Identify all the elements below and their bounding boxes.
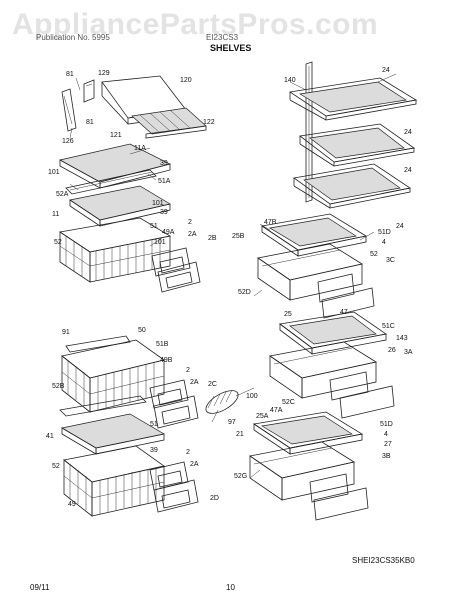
callout-49: 49 [68,501,76,508]
callout-52C: 52C [282,399,295,406]
callout-51C: 51C [382,323,395,330]
callout-21: 21 [236,431,244,438]
callout-52: 52 [370,251,378,258]
footer-date: 09/11 [30,583,50,592]
callout-2: 2 [188,219,192,226]
callout-101: 101 [154,239,166,246]
bin-handle-2C [149,379,199,429]
callout-2: 2 [186,367,190,374]
callout-122: 122 [203,119,215,126]
callout-2A: 2A [188,231,197,238]
wire-basket-49 [63,445,165,517]
callout-4: 4 [382,239,386,246]
callout-81: 81 [86,119,94,126]
glass-shelf-24-middle [299,123,416,167]
callout-101: 101 [152,200,164,207]
callout-52B: 52B [52,383,65,390]
callout-24: 24 [404,129,412,136]
callout-51D: 51D [380,421,393,428]
callout-120: 120 [180,77,192,84]
callout-3B: 3B [382,453,391,460]
callout-49B: 49B [160,357,173,364]
bin-handle-2A [151,247,201,293]
glass-shelf-24-top [288,77,418,121]
callout-51: 51 [150,223,158,230]
callout-39: 39 [160,160,168,167]
callout-labels: 81 129 120 81 126 121 122 11A 39 51A 101… [46,67,413,508]
crisper-cover-47 [279,311,388,355]
glass-shelf-24-bottom [292,163,412,209]
callout-11A: 11A [134,145,146,152]
wire-basket-52 [58,217,172,283]
callout-2: 2 [186,449,190,456]
callout-24: 24 [382,67,390,74]
crisper-drawer-25B [256,243,375,319]
callout-51B: 51B [156,341,169,348]
callout-143: 143 [396,335,408,342]
crisper-drawer-25 [268,341,395,419]
callout-51A: 51A [158,178,171,185]
upper-bin-11A [59,143,171,227]
callout-126: 126 [62,138,74,145]
callout-3C: 3C [386,257,395,264]
page-number: 10 [226,583,235,592]
callout-51D: 51D [378,229,391,236]
callout-25B: 25B [232,233,245,240]
crisper-drawer-25A [248,441,369,521]
callout-24: 24 [396,223,404,230]
shelf-bracket-assembly-120 [61,75,207,139]
callout-26: 26 [388,347,396,354]
callout-2C: 2C [208,381,217,388]
crisper-cover-47B [260,213,368,257]
callout-52G: 52G [234,473,247,480]
callout-52D: 52D [238,289,251,296]
callout-100: 100 [246,393,258,400]
callout-91: 91 [62,329,70,336]
callout-101: 101 [48,169,60,176]
callout-47: 47 [340,309,348,316]
callout-39: 39 [160,209,168,216]
callout-25: 25 [284,311,292,318]
callout-51: 51 [150,421,158,428]
diagram-code: SHEI23CS35KB0 [352,556,415,565]
callout-3A: 3A [404,349,413,356]
callout-140: 140 [284,77,296,84]
callout-52: 52 [52,463,60,470]
callout-97: 97 [228,419,236,426]
wire-basket-49B [61,335,165,413]
callout-47A: 47A [270,407,283,414]
shelf-rail-140 [305,61,313,203]
model-label: EI23CS3 [206,33,239,42]
section-title: SHELVES [210,43,252,53]
callout-2A: 2A [190,461,199,468]
lower-bin-cover-41 [59,395,165,455]
crisper-cover-47A [252,411,364,455]
callout-47B: 47B [264,219,277,226]
callout-4: 4 [384,431,388,438]
callout-41: 41 [46,433,54,440]
callout-24: 24 [404,167,412,174]
callout-129: 129 [98,70,110,77]
bin-handle-2D [149,461,199,513]
humidity-slider-97 [205,389,239,414]
watermark: AppliancePartsPros.com [12,8,379,41]
leader-lines [69,73,397,479]
callout-52A: 52A [56,191,69,198]
callout-11: 11 [52,211,59,218]
callout-121: 121 [110,132,122,139]
callout-52: 52 [54,239,62,246]
callout-81: 81 [66,71,74,78]
callout-49A: 49A [162,229,175,236]
callout-39: 39 [150,447,158,454]
callout-50: 50 [138,327,146,334]
callout-2B: 2B [208,235,217,242]
publication-label: Publication No. 5995 [36,33,110,42]
callout-27: 27 [384,441,392,448]
callout-2A: 2A [190,379,199,386]
callout-25A: 25A [256,413,269,420]
callout-2D: 2D [210,495,219,502]
